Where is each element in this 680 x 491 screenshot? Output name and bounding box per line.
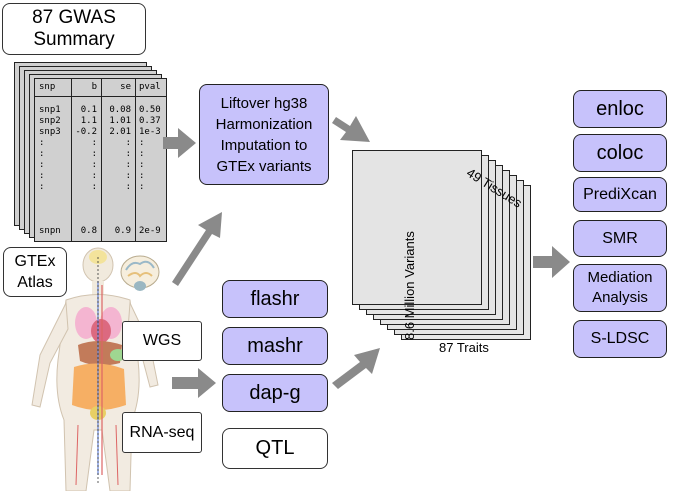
output-mediation-box: Mediation Analysis xyxy=(573,264,667,312)
dapg-label: dap-g xyxy=(249,381,301,404)
table-cell: 0.1 xyxy=(80,105,97,115)
table-ellipsis: : xyxy=(39,138,45,148)
dapg-box: dap-g xyxy=(222,374,328,412)
table-ellipsis: : xyxy=(91,171,97,181)
flashr-label: flashr xyxy=(250,287,300,310)
qtl-label: QTL xyxy=(255,437,295,459)
gtex-atlas-label: GTEx Atlas xyxy=(14,253,56,291)
output-sldsc-box: S-LDSC xyxy=(573,320,667,358)
qtl-box: QTL xyxy=(222,428,328,469)
arrow-table-to-liftover xyxy=(163,128,196,158)
output-predixcan-box: PrediXcan xyxy=(573,177,667,212)
table-cell: snp3 xyxy=(39,127,61,137)
table-ellipsis: : xyxy=(39,149,45,159)
output-smr-label: SMR xyxy=(602,229,638,247)
output-enloc-box: enloc xyxy=(573,90,667,128)
table-ellipsis: : xyxy=(39,182,45,192)
table-ellipsis: : xyxy=(125,182,131,192)
arrow-liftover-to-stack xyxy=(332,116,370,142)
liftover-harmonization-box: Liftover hg38 Harmonization Imputation t… xyxy=(199,84,329,185)
table-cell: -0.2 xyxy=(75,127,97,137)
brain-icon xyxy=(120,255,160,291)
output-predixcan-label: PrediXcan xyxy=(583,185,657,203)
liftover-harmonization-label: Liftover hg38 Harmonization Imputation t… xyxy=(215,94,313,175)
table-header: b xyxy=(91,82,97,92)
table-ellipsis: : xyxy=(91,160,97,170)
table-header: se xyxy=(120,82,131,92)
table-ellipsis: : xyxy=(125,171,131,181)
arrow-methods-to-stack xyxy=(332,348,380,389)
traits-label: 87 Traits xyxy=(439,340,489,355)
gwas-summary-box: 87 GWAS Summary xyxy=(2,3,146,55)
table-cell: 1e-3 xyxy=(139,127,161,137)
table-cell: 0.37 xyxy=(139,116,161,126)
table-ellipsis: : xyxy=(39,160,45,170)
table-ellipsis: : xyxy=(91,182,97,192)
arrow-gtex-to-liftover xyxy=(172,212,222,286)
table-cell: 0.9 xyxy=(114,226,131,236)
gwas-summary-label: 87 GWAS Summary xyxy=(32,7,116,50)
table-cell: snp2 xyxy=(39,116,61,126)
wgs-box: WGS xyxy=(122,321,202,361)
rnaseq-label: RNA-seq xyxy=(129,423,195,441)
output-sldsc-label: S-LDSC xyxy=(590,330,650,347)
table-header: snp xyxy=(39,82,56,92)
table-ellipsis: : xyxy=(125,149,131,159)
rnaseq-box: RNA-seq xyxy=(122,412,202,453)
mashr-box: mashr xyxy=(222,327,328,365)
flashr-box: flashr xyxy=(222,280,328,318)
output-coloc-label: coloc xyxy=(596,141,644,164)
table-cell: 0.50 xyxy=(139,105,161,115)
table-ellipsis: : xyxy=(139,160,145,170)
output-smr-box: SMR xyxy=(573,220,667,257)
mashr-label: mashr xyxy=(247,334,303,357)
table-cell: 1.1 xyxy=(80,116,97,126)
table-cell: 0.08 xyxy=(109,105,131,115)
tissue-sheet xyxy=(352,150,482,305)
output-mediation-label: Mediation Analysis xyxy=(587,269,653,306)
table-ellipsis: : xyxy=(125,138,131,148)
table-ellipsis: : xyxy=(139,171,145,181)
table-cell: 2.01 xyxy=(109,127,131,137)
table-cell: 1.01 xyxy=(109,116,131,126)
table-ellipsis: : xyxy=(139,182,145,192)
table-ellipsis: : xyxy=(125,160,131,170)
table-cell: snpn xyxy=(39,226,61,236)
table-cell: 2e-9 xyxy=(139,226,161,236)
table-cell: snp1 xyxy=(39,105,61,115)
arrow-data-to-methods xyxy=(172,368,216,398)
table-ellipsis: : xyxy=(39,171,45,181)
table-ellipsis: : xyxy=(139,138,145,148)
output-enloc-label: enloc xyxy=(596,97,644,120)
human-anatomy-figure xyxy=(31,247,159,491)
table-ellipsis: : xyxy=(91,149,97,159)
table-ellipsis: : xyxy=(91,138,97,148)
arrow-stack-to-outputs xyxy=(533,246,570,278)
table-ellipsis: : xyxy=(139,149,145,159)
table-cell: 0.8 xyxy=(80,226,97,236)
output-coloc-box: coloc xyxy=(573,134,667,172)
wgs-label: WGS xyxy=(142,332,182,349)
table-header: pval xyxy=(139,82,161,92)
gtex-atlas-box: GTEx Atlas xyxy=(3,247,67,297)
